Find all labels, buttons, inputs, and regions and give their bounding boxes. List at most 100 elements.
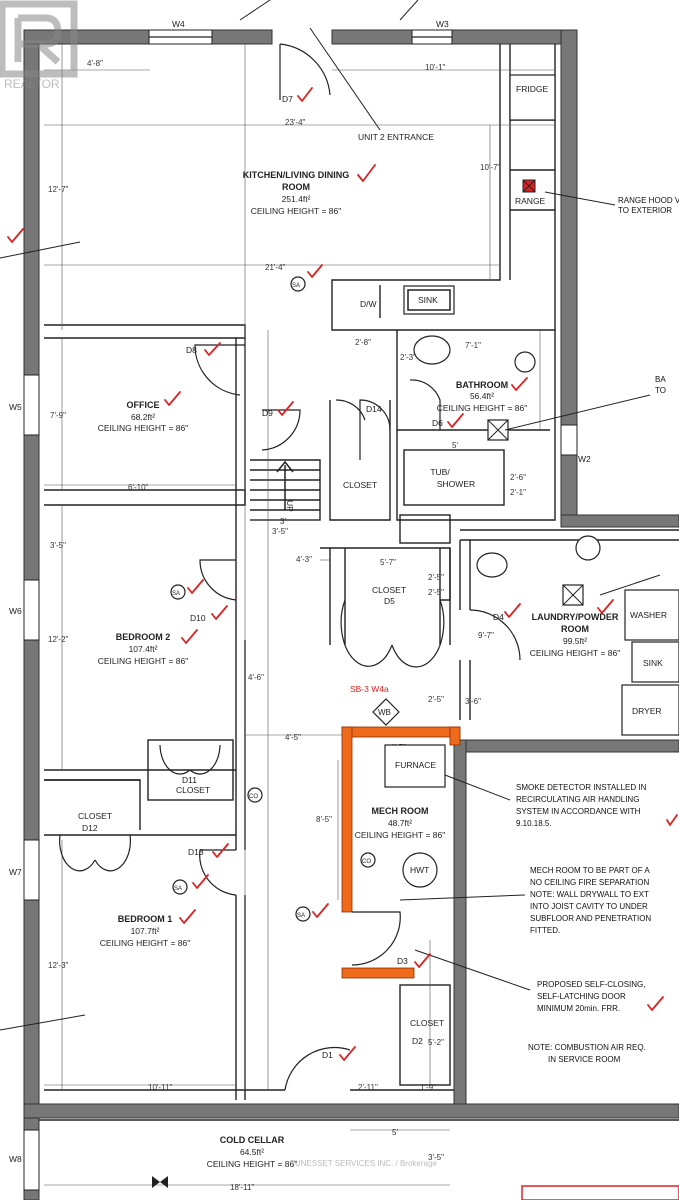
hwt-fixture — [402, 852, 438, 888]
dim-text: 23'-4" — [285, 118, 306, 127]
dim-text: 10'-7" — [480, 163, 501, 172]
note-door-3: MINIMUM 20min. FRR. — [537, 1004, 620, 1013]
dim-text: 3'-5" — [272, 527, 288, 536]
realtor-brand-text: REALTOR — [4, 77, 60, 91]
dim-text: 2'-11" — [358, 1083, 378, 1092]
closet-d12-label: CLOSET — [78, 811, 112, 821]
note-smoke-4: 9.10.18.5. — [516, 819, 552, 828]
toilet-fixture — [413, 335, 451, 365]
note-mech-4: INTO JOIST CAVITY TO UNDER — [530, 902, 648, 911]
stairs-up-label: UP — [285, 500, 295, 512]
dimension-labels: 4'-8" 10'-1" 23'-4" 10'-7" 12'-7" 21'-4"… — [48, 59, 526, 1192]
co-detector-label: CO — [362, 859, 371, 865]
dim-text: 6'-10" — [128, 483, 149, 492]
review-checkmarks — [7, 87, 678, 1061]
dim-text: 10'-11" — [148, 1083, 172, 1092]
bathroom-ceiling: CEILING HEIGHT = 86" — [437, 403, 528, 413]
window-label-w7: W7 — [9, 867, 22, 877]
dim-text: 4'-5" — [285, 733, 301, 742]
laundry-ceiling: CEILING HEIGHT = 86" — [530, 648, 621, 658]
fixtures — [372, 74, 679, 888]
dim-text: 2'-5" — [428, 695, 444, 704]
dim-text: 3'-5" — [428, 1153, 444, 1162]
door-label-d9: D9 — [262, 408, 273, 418]
door-label-d6: D6 — [432, 418, 443, 428]
window-label-w4: W4 — [172, 19, 185, 29]
dim-text: 4'-8" — [87, 59, 103, 68]
dim-text: 2'-6" — [510, 473, 526, 482]
mech-name: MECH ROOM — [372, 806, 429, 816]
fixture-labels: UNIT 2 ENTRANCE FRIDGE RANGE D/W SINK TU… — [78, 84, 667, 1028]
kitchen-sink-label: SINK — [418, 295, 438, 305]
door-label-d4: D4 — [493, 612, 504, 622]
window-label-w2: W2 — [578, 454, 591, 464]
leader-lines — [0, 0, 661, 1031]
dim-text: 2'-5" — [428, 573, 444, 582]
door-label-d3: D3 — [397, 956, 408, 966]
laundry-name-line2: ROOM — [561, 624, 589, 634]
door-swings — [59, 43, 521, 1091]
door-label-d14: D14 — [366, 404, 382, 414]
office-area: 68.2ft² — [131, 412, 155, 422]
powder-sink-fixture — [575, 535, 601, 561]
windows: W4 W3 W2 W5 W6 W7 W8 — [9, 19, 591, 1191]
note-range-hood-1: RANGE HOOD V — [618, 196, 679, 205]
fridge-fixture — [509, 74, 556, 121]
room-labels: KITCHEN/LIVING DINING ROOM 251.4ft² CEIL… — [98, 170, 621, 1169]
dim-text: 4'-6" — [248, 673, 264, 682]
closet-d14-label: CLOSET — [343, 480, 377, 490]
note-mech-5: SUBFLOOR AND PENETRATION — [530, 914, 651, 923]
dim-text: 18'-11" — [230, 1183, 254, 1192]
powder-toilet-fixture — [476, 552, 508, 578]
note-door-2: SELF-LATCHING DOOR — [537, 992, 626, 1001]
bathroom-name: BATHROOM — [456, 380, 508, 390]
bathroom-area: 56.4ft² — [470, 391, 494, 401]
dim-text: 7'-1" — [465, 341, 481, 350]
note-mech-3: NOTE: WALL DRYWALL TO EXT — [530, 890, 649, 899]
laundry-name-line1: LAUNDRY/POWDER — [532, 612, 619, 622]
bedroom2-ceiling: CEILING HEIGHT = 86" — [98, 656, 189, 666]
tub-label-line2: SHOWER — [437, 479, 475, 489]
mech-room-fire-walls — [341, 726, 461, 979]
smoke-alarm-label: SA — [172, 591, 180, 597]
smoke-alarm-label: SA — [174, 886, 182, 892]
note-combustion-2: IN SERVICE ROOM — [548, 1055, 621, 1064]
window-label-w8: W8 — [9, 1154, 22, 1164]
door-label-d13: D13 — [188, 847, 204, 857]
smoke-alarm-label: SA — [297, 913, 305, 919]
bedroom2-area: 107.4ft² — [129, 644, 158, 654]
bedroom1-ceiling: CEILING HEIGHT = 86" — [100, 938, 191, 948]
note-smoke-2: RECIRCULATING AIR HANDLING — [516, 795, 639, 804]
hwt-label: HWT — [410, 865, 429, 875]
dim-text: 12'-2" — [48, 635, 69, 644]
detectors: SA SA CO SA SA CO — [170, 276, 376, 922]
dimension-arrow — [152, 1176, 160, 1188]
dim-text: 2'-8" — [355, 338, 371, 347]
dryer-fixture — [621, 684, 679, 736]
dim-text: 1'-9" — [420, 1083, 436, 1092]
tub-label-line1: TUB/ — [430, 467, 450, 477]
stair-arrow — [276, 460, 294, 510]
co-detector-label: CO — [249, 794, 258, 800]
door-label-d5: D5 — [384, 596, 395, 606]
kitchen-area: 251.4ft² — [282, 194, 311, 204]
dim-text: 3' — [280, 517, 286, 526]
closet-d5-label: CLOSET — [372, 585, 406, 595]
door-label-d11: D11 — [182, 775, 197, 785]
realtor-watermark: REALTOR — [0, 0, 78, 91]
laundry-sink-label: SINK — [643, 658, 663, 668]
dim-text: 5' — [392, 1128, 398, 1137]
dishwasher-label: D/W — [360, 299, 377, 309]
kitchen-name-line2: ROOM — [282, 182, 310, 192]
washer-fixture — [624, 589, 679, 641]
furnace-label: FURNACE — [395, 760, 436, 770]
wb-marker — [372, 698, 400, 726]
door-label-d2: D2 — [412, 1036, 423, 1046]
brokerage-watermark: TUNESSET SERVICES INC. / Brokerage — [290, 1159, 437, 1168]
dim-text: 9'-7" — [478, 631, 494, 640]
dryer-label: DRYER — [632, 706, 662, 716]
mech-ceiling: CEILING HEIGHT = 86" — [355, 830, 446, 840]
kitchen-ceiling: CEILING HEIGHT = 86" — [251, 206, 342, 216]
wb-label: WB — [378, 708, 391, 717]
